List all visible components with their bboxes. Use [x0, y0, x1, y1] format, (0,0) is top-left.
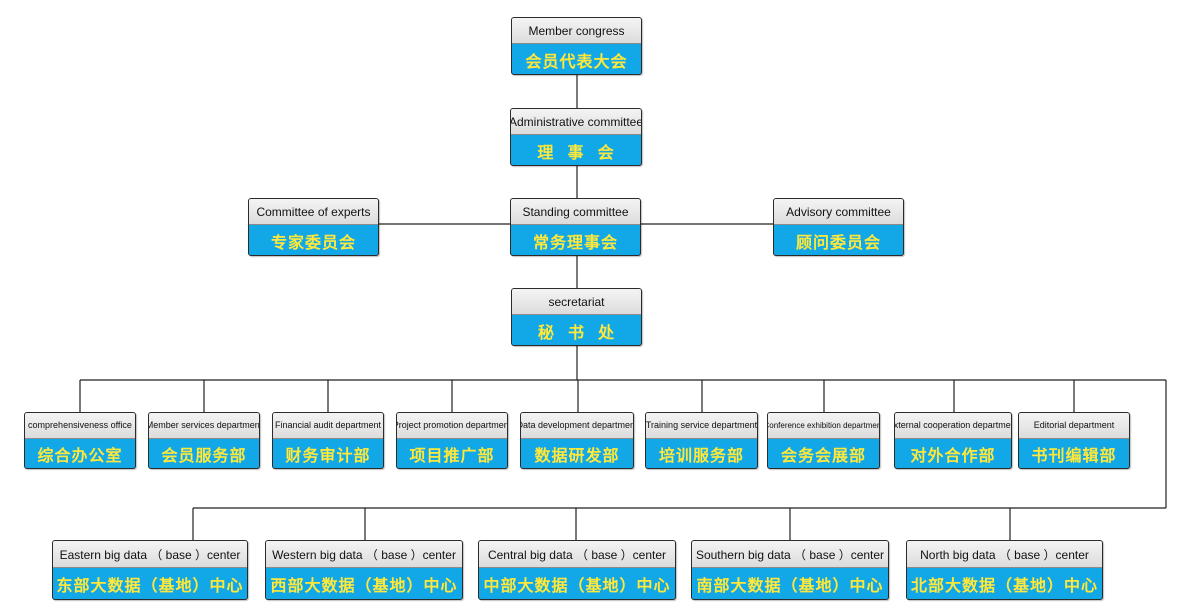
node-cn-label: 数据研发部 — [534, 445, 620, 465]
node-en-label: Member services department — [149, 413, 259, 439]
node-cn-label: 西部大数据（基地）中心 — [270, 576, 458, 596]
node-en-label: North big data （ base ）center — [907, 541, 1102, 569]
node-en-label: Western big data （ base ）center — [266, 541, 462, 569]
node-training-service-department: Training service department 培训服务部 — [645, 412, 758, 469]
node-cn-label: 培训服务部 — [658, 445, 744, 465]
node-cn-label: 秘 书 处 — [537, 322, 616, 342]
node-cn-label: 理 事 会 — [537, 142, 615, 162]
node-en-label: Financial audit department — [273, 413, 383, 439]
node-cn-label: 会员服务部 — [161, 445, 247, 465]
node-en-label: Committee of experts — [249, 199, 378, 226]
node-western-center: Western big data （ base ）center 西部大数据（基地… — [265, 540, 463, 600]
node-southern-center: Southern big data （ base ）center 南部大数据（基… — [691, 540, 889, 600]
node-cn-label: 常务理事会 — [532, 232, 618, 252]
node-cn-label: 对外合作部 — [910, 445, 996, 465]
node-committee-of-experts: Committee of experts 专家委员会 — [248, 198, 379, 256]
node-en-label: Member congress — [512, 18, 641, 45]
node-en-label: Project promotion department — [397, 413, 507, 439]
node-en-label: Southern big data （ base ）center — [692, 541, 888, 569]
node-editorial-department: Editorial department 书刊编辑部 — [1018, 412, 1130, 469]
node-financial-audit-department: Financial audit department 财务审计部 — [272, 412, 384, 469]
node-en-label: Administrative committee — [511, 109, 641, 136]
node-en-label: comprehensiveness office — [25, 413, 135, 439]
node-cn-label: 南部大数据（基地）中心 — [696, 576, 884, 596]
node-member-congress: Member congress 会员代表大会 — [511, 17, 642, 75]
node-en-label: Central big data （ base ）center — [479, 541, 675, 569]
node-north-center: North big data （ base ）center 北部大数据（基地）中… — [906, 540, 1103, 600]
node-external-cooperation-department: External cooperation department 对外合作部 — [894, 412, 1012, 469]
node-cn-label: 中部大数据（基地）中心 — [483, 576, 671, 596]
node-advisory-committee: Advisory committee 顾问委员会 — [773, 198, 904, 256]
node-en-label: Advisory committee — [774, 199, 903, 226]
node-cn-label: 专家委员会 — [270, 232, 356, 252]
node-en-label: Data development department — [521, 413, 633, 439]
node-en-label: Conference exhibition department — [768, 413, 879, 439]
node-en-label: Training service department — [646, 413, 757, 439]
node-secretariat: secretariat 秘 书 处 — [511, 288, 642, 346]
node-en-label: secretariat — [512, 289, 641, 316]
node-cn-label: 会务会展部 — [780, 445, 866, 465]
node-eastern-center: Eastern big data （ base ）center 东部大数据（基地… — [52, 540, 248, 600]
node-conference-exhibition-department: Conference exhibition department 会务会展部 — [767, 412, 880, 469]
node-en-label: Eastern big data （ base ）center — [53, 541, 247, 569]
node-en-label: External cooperation department — [895, 413, 1011, 439]
node-cn-label: 顾问委员会 — [795, 232, 881, 252]
node-administrative-committee: Administrative committee 理 事 会 — [510, 108, 642, 166]
node-cn-label: 书刊编辑部 — [1031, 445, 1117, 465]
node-cn-label: 北部大数据（基地）中心 — [910, 576, 1098, 596]
node-comprehensiveness-office: comprehensiveness office 综合办公室 — [24, 412, 136, 469]
node-standing-committee: Standing committee 常务理事会 — [510, 198, 641, 256]
node-cn-label: 东部大数据（基地）中心 — [56, 576, 244, 596]
node-en-label: Standing committee — [511, 199, 640, 226]
node-cn-label: 财务审计部 — [285, 445, 371, 465]
node-en-label: Editorial department — [1019, 413, 1129, 439]
node-cn-label: 会员代表大会 — [525, 51, 628, 71]
node-data-development-department: Data development department 数据研发部 — [520, 412, 634, 469]
node-central-center: Central big data （ base ）center 中部大数据（基地… — [478, 540, 676, 600]
node-cn-label: 项目推广部 — [409, 445, 495, 465]
node-project-promotion-department: Project promotion department 项目推广部 — [396, 412, 508, 469]
node-member-services-department: Member services department 会员服务部 — [148, 412, 260, 469]
node-cn-label: 综合办公室 — [37, 445, 123, 465]
